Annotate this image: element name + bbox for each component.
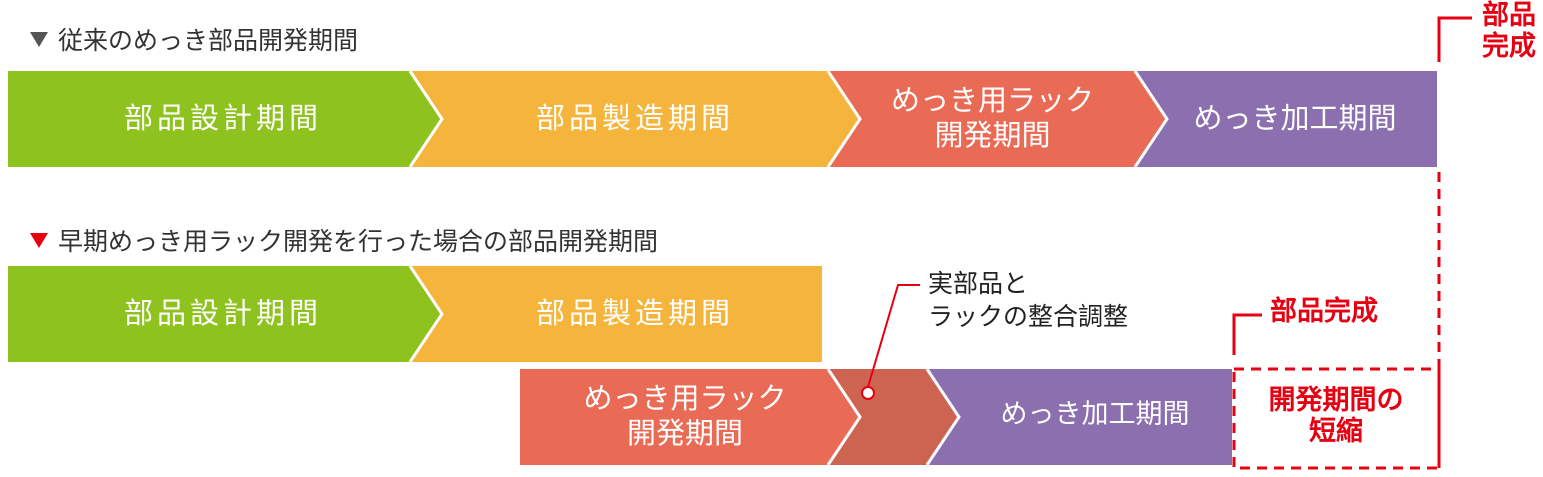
adjustment-note: 実部品と ラックの整合調整 xyxy=(928,268,1128,333)
early-heading: 早期めっき用ラック開発を行った場合の部品開発期間 xyxy=(30,229,658,254)
conv-rack-label-line1: めっき用ラック xyxy=(890,83,1094,117)
early-rack-label-line2: 開発期間 xyxy=(626,415,743,450)
early-design-bar xyxy=(8,266,442,362)
shortening-line1: 開発期間の xyxy=(1268,385,1404,416)
conv-separator-1 xyxy=(408,70,444,168)
conv-manufacturing-bar xyxy=(410,71,860,167)
conv-rack-label: めっき用ラック 開発期間 xyxy=(850,83,1135,153)
shortening-dashed-box xyxy=(1232,367,1441,470)
early-separator-1 xyxy=(408,265,444,363)
conv-completion-bracket xyxy=(1437,16,1472,62)
early-rack-bar xyxy=(520,369,860,465)
early-separator-2 xyxy=(826,368,862,466)
early-rack-label: めっき用ラック 開発期間 xyxy=(540,381,830,451)
conv-plating-label: めっき加工期間 xyxy=(1193,101,1397,135)
triangle-down-icon xyxy=(30,233,48,248)
adjust-callout-dot xyxy=(861,386,875,400)
adjust-callout-leader xyxy=(867,284,920,388)
early-design-label: 部品設計期間 xyxy=(123,296,322,330)
conv-completion-label: 部品 完成 xyxy=(1478,0,1540,62)
early-plating-bar xyxy=(927,369,1232,465)
early-heading-text: 早期めっき用ラック開発を行った場合の部品開発期間 xyxy=(58,227,659,256)
early-plating-label: めっき加工期間 xyxy=(1000,399,1190,430)
early-rack-label-line1: めっき用ラック xyxy=(583,381,787,415)
conv-separator-2 xyxy=(826,70,862,168)
early-completion-bracket xyxy=(1232,313,1262,355)
conv-completion-line1: 部品 xyxy=(1482,0,1536,31)
early-separator-3 xyxy=(925,368,961,466)
conv-plating-bar xyxy=(1135,71,1437,167)
conv-completion-line2: 完成 xyxy=(1482,31,1536,63)
early-completion-label: 部品完成 xyxy=(1270,296,1378,327)
conv-design-bar xyxy=(8,71,442,167)
adjustment-note-line1: 実部品と xyxy=(928,269,1029,298)
conv-rack-label-line2: 開発期間 xyxy=(934,117,1051,152)
shortening-label: 開発期間の 短縮 xyxy=(1236,385,1436,447)
early-manufacturing-label: 部品製造期間 xyxy=(535,296,734,330)
conv-manufacturing-label: 部品製造期間 xyxy=(535,101,734,135)
conventional-heading: 従来のめっき部品開発期間 xyxy=(30,28,358,53)
early-adjust-bar xyxy=(828,369,959,465)
adjustment-note-line2: ラックの整合調整 xyxy=(928,301,1129,331)
conventional-heading-text: 従来のめっき部品開発期間 xyxy=(58,26,359,55)
conv-separator-3 xyxy=(1133,70,1169,168)
shortening-line2: 短縮 xyxy=(1309,416,1363,448)
conv-design-label: 部品設計期間 xyxy=(123,101,322,135)
triangle-down-icon xyxy=(30,32,48,47)
early-manufacturing-bar xyxy=(410,266,822,362)
conv-rack-bar xyxy=(828,71,1167,167)
